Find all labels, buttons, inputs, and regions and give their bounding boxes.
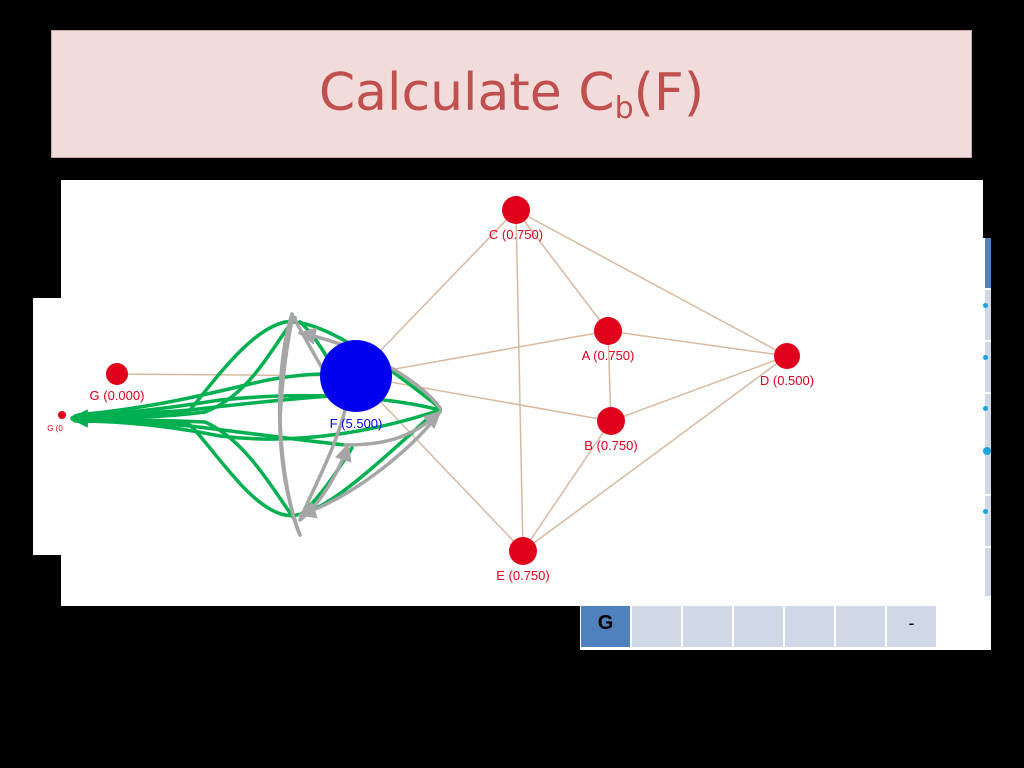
table-cell-strip (985, 394, 991, 494)
graph-edge-b-e (522, 420, 612, 552)
graph-node-label-c: C (0.750) (489, 227, 543, 242)
title-main-text: Calculate C (318, 62, 615, 123)
graph-edge-a-f (355, 330, 609, 377)
ghost-node (58, 411, 66, 419)
ghost-node-label: G (0 (47, 424, 63, 433)
graph-node-label-g: G (0.000) (90, 388, 145, 403)
graph-node-label-a: A (0.750) (582, 348, 635, 363)
graph-node-c (502, 196, 530, 224)
graph-edge-c-d (515, 209, 788, 357)
table-marker-dot (983, 509, 988, 514)
table-cell-strip (985, 548, 991, 596)
graph-edge-c-f (355, 209, 517, 377)
graph-edge-a-b (607, 330, 612, 422)
title-tail-text: (F) (633, 62, 705, 123)
table-cell-strip (985, 290, 991, 340)
graph-node-label-e: E (0.750) (496, 568, 549, 583)
graph-edge-e-d (522, 355, 788, 552)
title-subscript: b (614, 90, 634, 126)
table-cell (631, 598, 682, 648)
graph-edge-b-d (610, 355, 788, 422)
table-header-cell (985, 238, 991, 288)
graph-edge-c-a (515, 209, 609, 332)
shortest-paths-gray (277, 312, 442, 537)
graph-node-label-b: B (0.750) (584, 438, 637, 453)
graph-edge-e-f (355, 375, 524, 552)
table-marker-dot (983, 447, 991, 455)
shortest-paths-green (70, 316, 442, 522)
graph-node-f (320, 340, 392, 412)
table-cell (682, 598, 733, 648)
table-row: G - (580, 598, 937, 648)
graph-node-e (509, 537, 537, 565)
slide-title-bar: Calculate Cb(F) (51, 30, 972, 158)
graph-node-a (594, 317, 622, 345)
graph-edge-b-f (355, 375, 612, 422)
table-cell-strip (985, 496, 991, 546)
graph-nodes: C (0.750) A (0.750) D (0.500) B (0.750) E (0… (90, 196, 814, 583)
graph-node-d (774, 343, 800, 369)
table-marker-dot (983, 406, 988, 411)
table-marker-dot (983, 355, 988, 360)
table-cell-strip (985, 342, 991, 392)
graph-node-g (106, 363, 128, 385)
slide-title: Calculate Cb(F) (319, 63, 704, 126)
graph-node-b (597, 407, 625, 435)
table-marker-dot (983, 303, 988, 308)
graph-node-label-f: F (5.500) (330, 416, 383, 431)
graph-edges (116, 209, 788, 552)
graph-edge-c-e (515, 209, 524, 552)
graph-node-label-d: D (0.500) (760, 373, 814, 388)
graph-edge-a-d (607, 330, 788, 357)
